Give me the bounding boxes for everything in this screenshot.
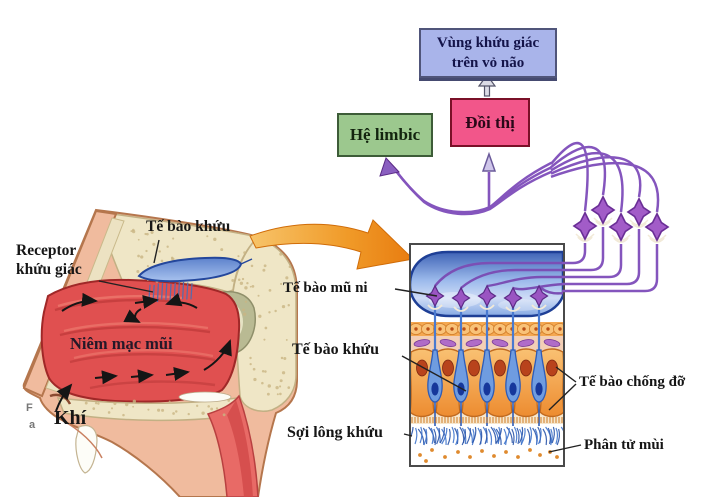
palate-bone (178, 391, 232, 403)
label-olfactory-cell-nose: Tế bào khứu (146, 218, 231, 235)
label-corner-f: F (26, 402, 33, 414)
bulb-highlight2 (498, 299, 542, 311)
label-corner-a: a (29, 419, 36, 431)
nose-cross-section (22, 208, 298, 497)
mucosa-folds (54, 294, 216, 390)
label-air: Khí (54, 407, 87, 429)
label-odor-molecule: Phân tử mùi (584, 437, 664, 453)
label-olfactory-hairs: Sợi lông khứu (287, 424, 383, 441)
limbic-arrowhead (379, 157, 400, 177)
label-mucosa: Niêm mạc mũi (70, 334, 173, 353)
label-supporting-cell: Tế bào chống đỡ (579, 374, 686, 390)
epithelium-cells (411, 306, 563, 426)
bone-speckles (71, 228, 291, 417)
label-receptor-line1: Receptor (16, 242, 77, 259)
olfactory-tract-loops (550, 141, 670, 293)
label-receptor-line2: khứu giác (16, 261, 82, 278)
cortex-arrow (477, 73, 497, 97)
lip-line (61, 419, 103, 459)
thalamus-arrowhead (481, 151, 497, 172)
label-olfactory-cell-detail: Tế bào khứu (292, 341, 379, 358)
thalamus-box: Đồi thị (450, 98, 530, 147)
label-pointer-lines (98, 239, 582, 453)
olfactory-cilia (411, 426, 563, 446)
basal-nuclei (413, 339, 561, 347)
odor-molecules (418, 448, 559, 463)
bulb-tail (240, 258, 253, 265)
label-receptor: Receptor khứu giác (16, 241, 112, 279)
pharynx-shade (227, 400, 253, 497)
tooth (75, 424, 98, 474)
brush-border (411, 417, 563, 423)
limbic-box: Hệ limbic (337, 113, 433, 157)
airflow-arrows (55, 292, 232, 412)
olfactory-bulb-large (411, 250, 563, 318)
mitral-cells-inner (425, 261, 563, 312)
epithelium-detail (409, 243, 565, 467)
cortex-box: Vùng khứu giác trên vỏ não (419, 28, 557, 78)
detail-box-border (409, 243, 565, 467)
olfactory-tract-bundle (394, 161, 553, 216)
label-mitral-cell: Tế bào mũ ni (283, 280, 368, 296)
